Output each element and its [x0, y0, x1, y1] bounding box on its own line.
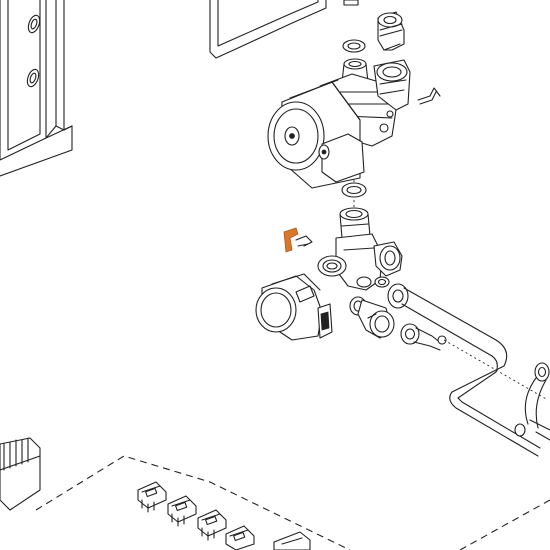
automatic-air-vent: [377, 11, 405, 51]
return-pipe-assembly: [514, 362, 550, 441]
connector-plug-5: [273, 531, 311, 550]
connector-plug-1: [137, 481, 167, 513]
pcb-area-outline: [35, 455, 351, 550]
housing-mounting-hole-top: [27, 14, 41, 34]
connector-plug-2: [167, 495, 197, 527]
sealing-washer-middle: [341, 182, 367, 198]
diverter-valve: [317, 207, 403, 291]
retaining-clip-highlighted: [283, 227, 313, 253]
pcb-area-outline-right: [459, 499, 550, 550]
sealing-washer-top: [342, 39, 366, 53]
housing-mounting-hole-bottom: [26, 68, 40, 88]
terminal-block: [0, 437, 41, 511]
valve-actuator: [255, 273, 333, 341]
connection-pipe: [387, 283, 541, 457]
circulation-pump: [267, 58, 411, 189]
filter-fitting: [349, 296, 395, 339]
assembly-line-pipe: [443, 339, 549, 401]
connector-plug-3: [197, 509, 227, 541]
spring-clip-pump: [417, 87, 441, 105]
boiler-housing-frame: [0, 0, 73, 177]
connector-plug-4: [225, 525, 255, 550]
top-bracket: [209, 0, 359, 59]
